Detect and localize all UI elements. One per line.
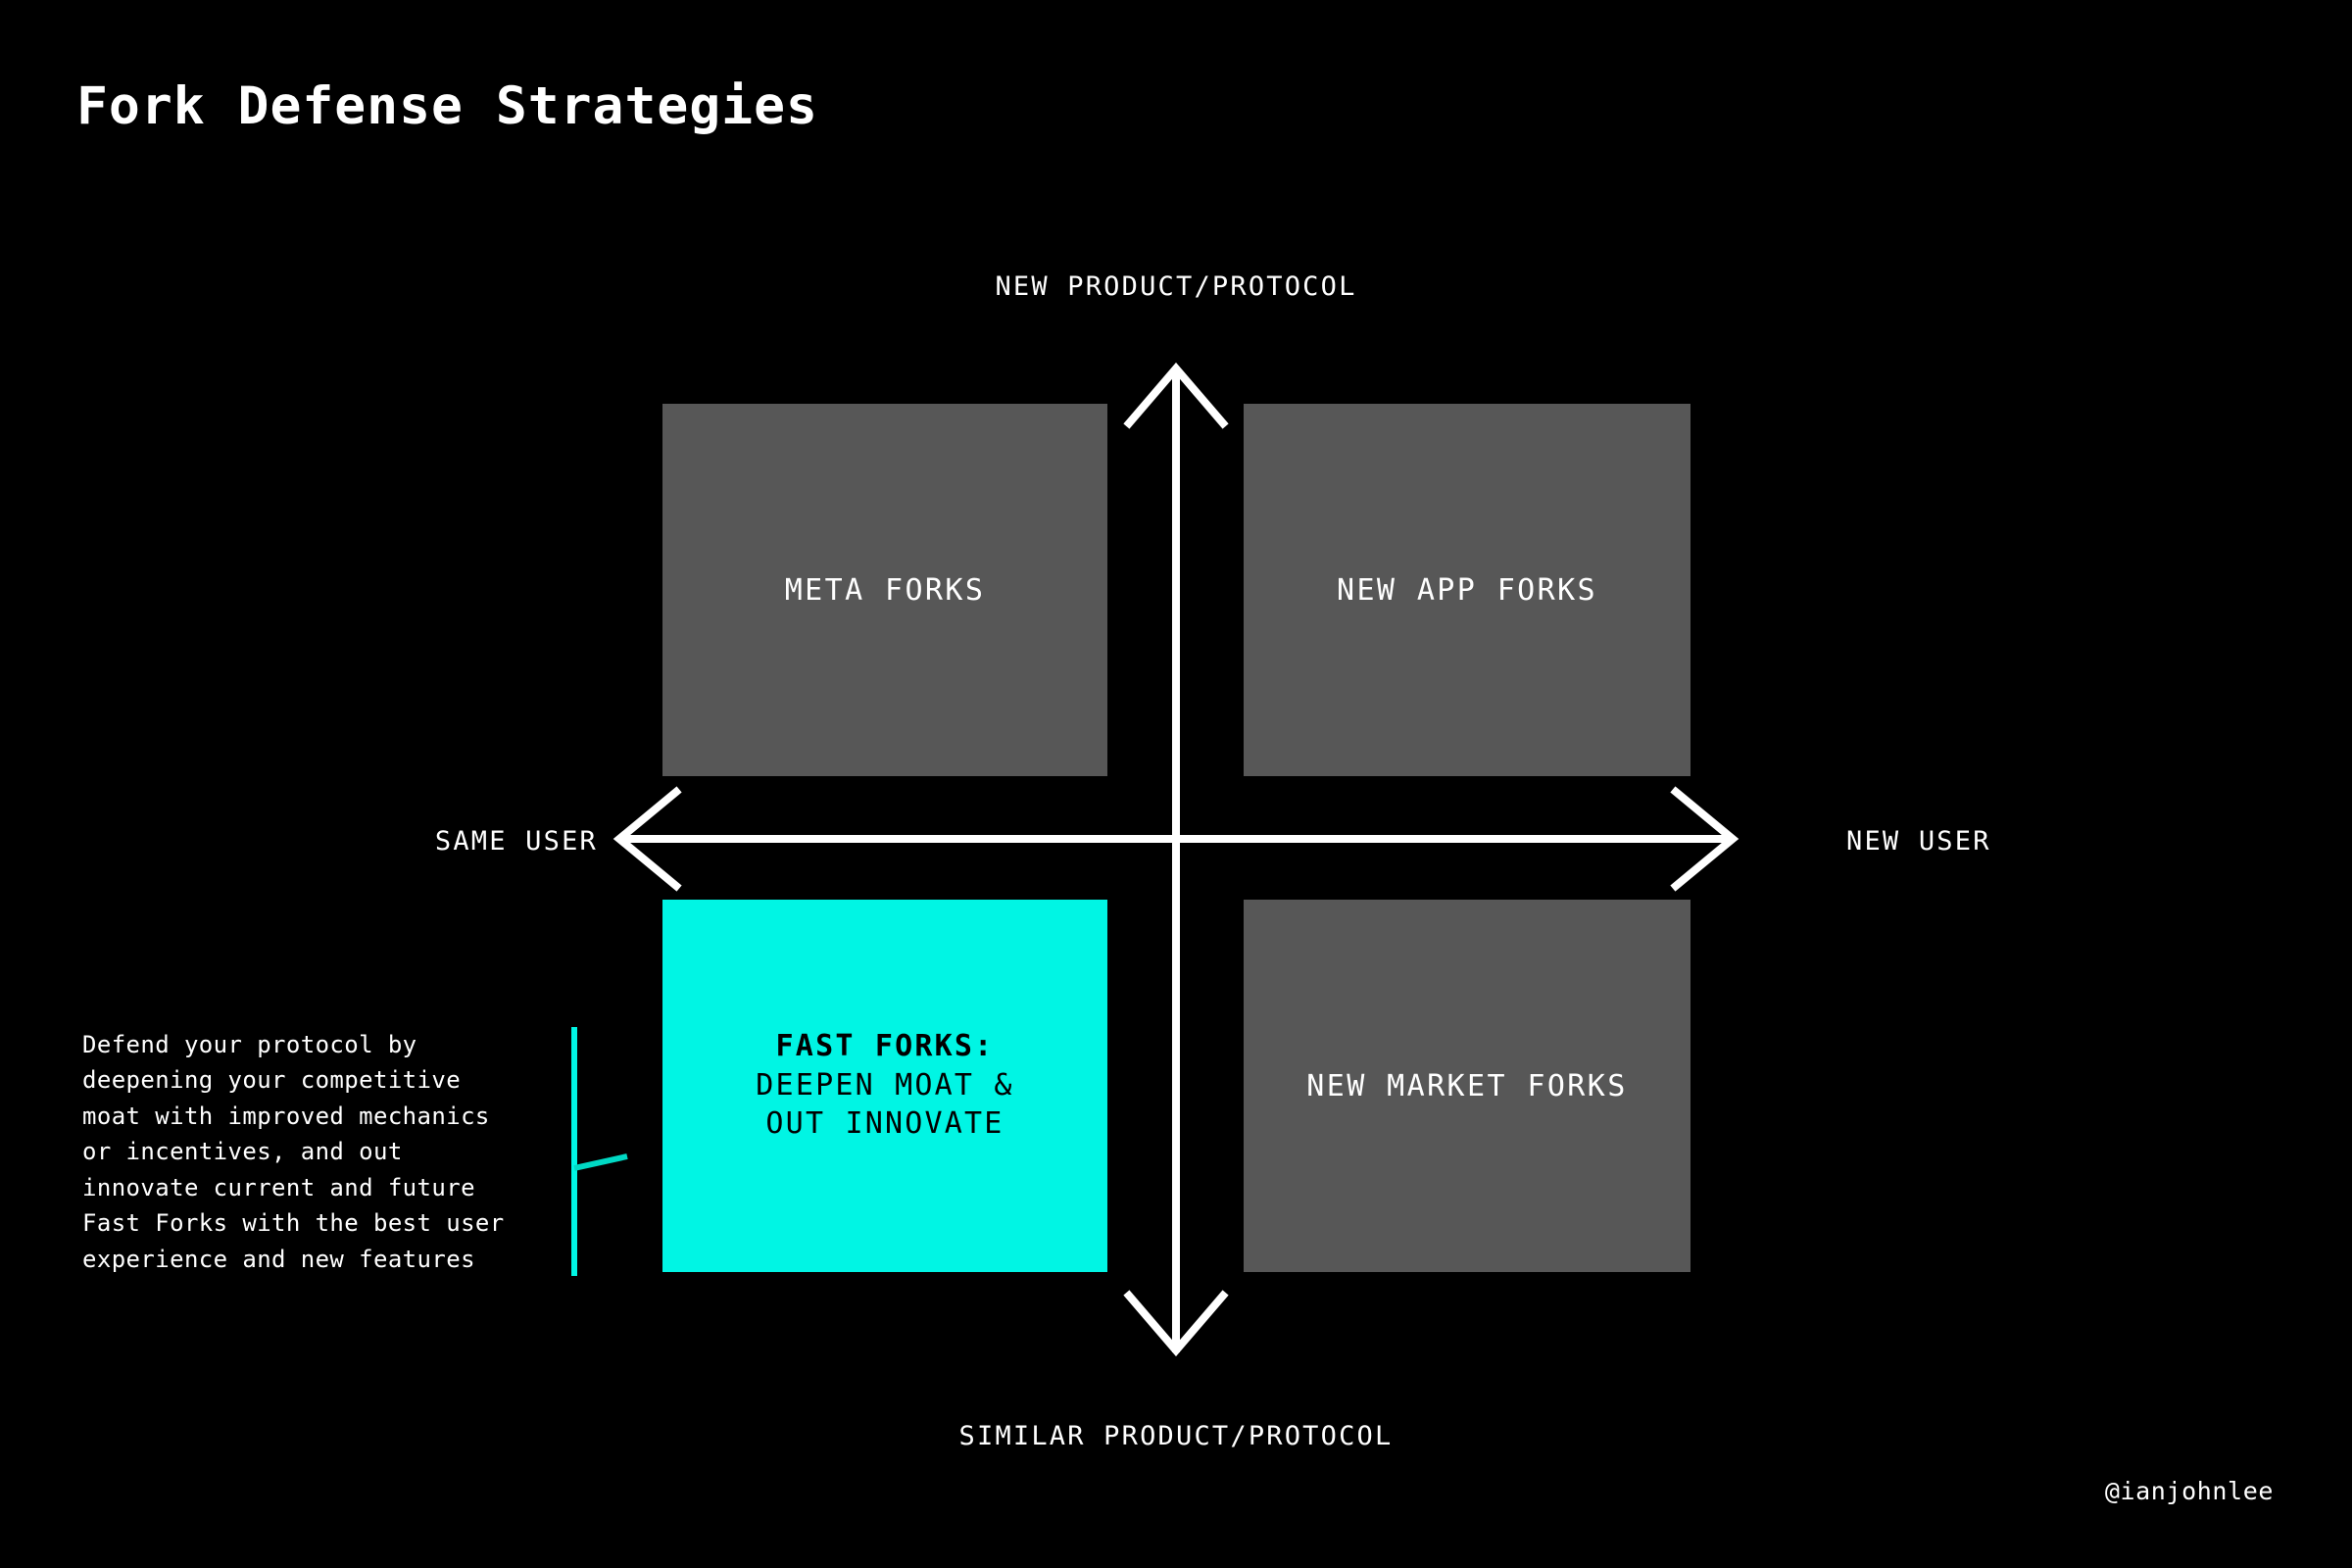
axis-arrow-left xyxy=(612,786,682,892)
quadrant-meta-forks[interactable]: META FORKS xyxy=(662,404,1107,776)
quadrant-new-app-forks[interactable]: NEW APP FORKS xyxy=(1244,404,1690,776)
quadrant-new-app-forks-label: NEW APP FORKS xyxy=(1337,572,1597,608)
quadrant-new-market-forks[interactable]: NEW MARKET FORKS xyxy=(1244,900,1690,1272)
annotation-line: Defend your protocol by xyxy=(82,1031,417,1058)
axis-label-left: SAME USER xyxy=(434,826,598,857)
annotation-text: Defend your protocol by deepening your c… xyxy=(82,1027,572,1277)
annotation-line: Fast Forks with the best user xyxy=(82,1209,505,1238)
annotation-leader-line xyxy=(573,1153,628,1171)
quadrant-fast-forks-line3: OUT INNOVATE xyxy=(765,1105,1004,1141)
axis-arrow-up xyxy=(1123,362,1229,429)
axis-arrow-right xyxy=(1670,786,1740,892)
axis-label-top: NEW PRODUCT/PROTOCOL xyxy=(995,271,1357,302)
annotation-line: deepening your competitive xyxy=(82,1066,462,1095)
annotation-line: experience and new features xyxy=(82,1245,475,1273)
axis-label-right: NEW USER xyxy=(1846,826,1991,857)
page-title: Fork Defense Strategies xyxy=(76,76,818,136)
axis-label-bottom: SIMILAR PRODUCT/PROTOCOL xyxy=(958,1421,1394,1451)
annotation-line: moat with improved mechanics xyxy=(82,1102,490,1130)
annotation-line: or incentives, and out xyxy=(82,1138,403,1166)
annotation-line: innovate current and future xyxy=(82,1173,475,1201)
quadrant-fast-forks-line2: DEEPEN MOAT & xyxy=(756,1068,1014,1103)
quadrant-meta-forks-label: META FORKS xyxy=(784,572,986,608)
axis-arrow-down xyxy=(1123,1290,1229,1357)
quadrant-new-market-forks-label: NEW MARKET FORKS xyxy=(1306,1068,1628,1103)
author-handle: @ianjohnlee xyxy=(2104,1477,2274,1505)
quadrant-fast-forks-title: FAST FORKS: xyxy=(775,1029,995,1064)
quadrant-fast-forks[interactable]: FAST FORKS: DEEPEN MOAT & OUT INNOVATE xyxy=(662,900,1107,1272)
